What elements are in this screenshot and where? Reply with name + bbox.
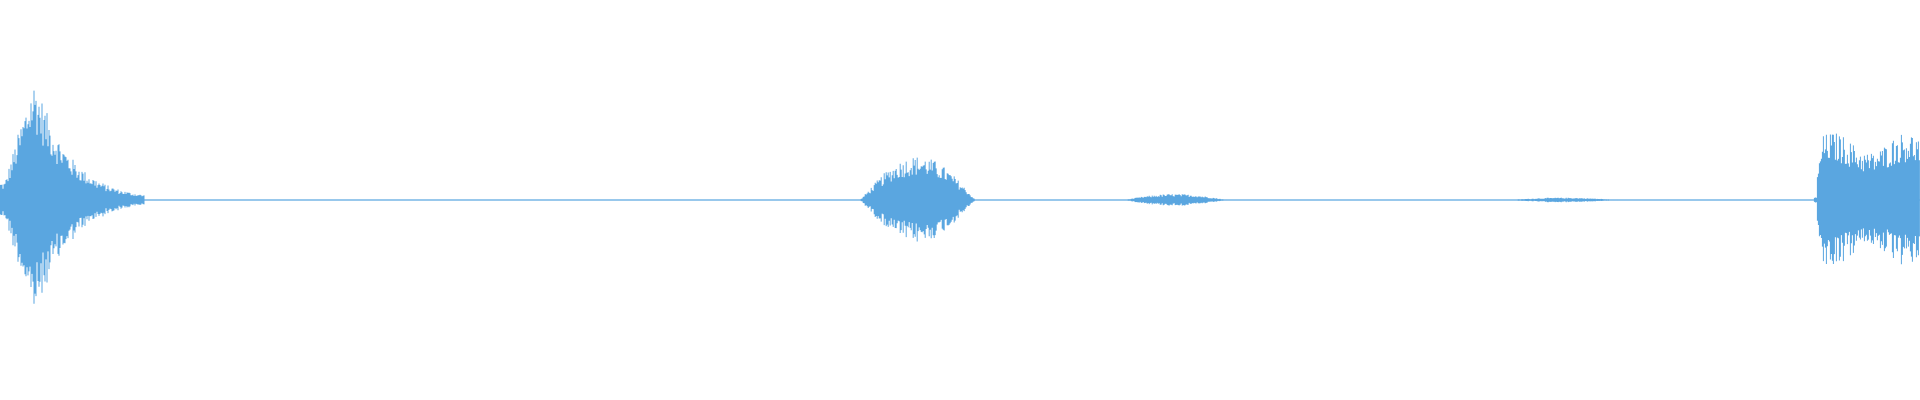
waveform-segment	[1813, 133, 1920, 265]
waveform-segment	[860, 157, 976, 242]
waveform-segment	[0, 90, 145, 304]
waveform-segment-path	[0, 90, 145, 304]
waveform-segment-path	[860, 157, 976, 242]
waveform-segment	[1507, 197, 1618, 203]
waveform-segment-path	[1507, 197, 1618, 203]
waveform-segment-path	[1123, 194, 1227, 206]
waveform-segment	[1123, 194, 1227, 206]
waveform-segment-path	[1813, 133, 1920, 265]
